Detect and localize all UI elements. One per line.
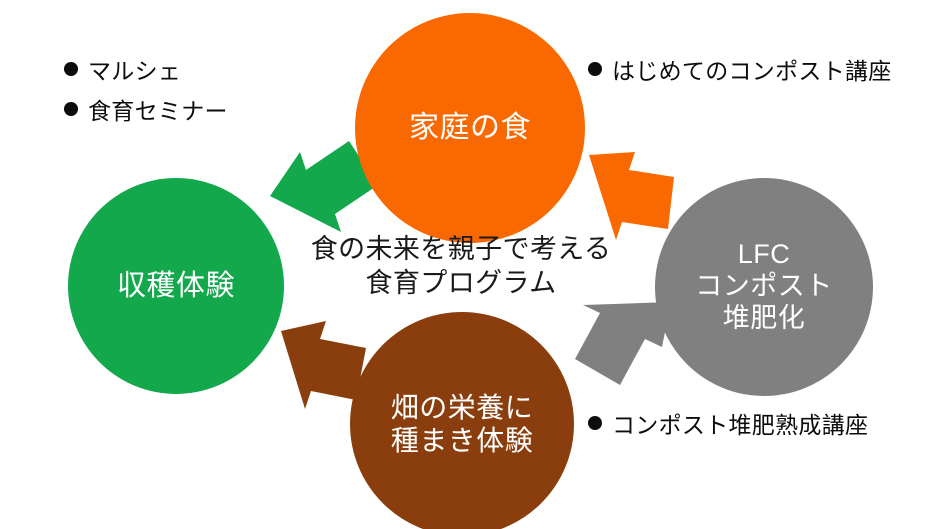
- bullet-icon: [64, 62, 78, 76]
- arrow-home-to-compost-icon: [589, 152, 674, 240]
- node-field-nutrition[interactable]: 畑の栄養に 種まき体験: [350, 312, 574, 529]
- note-item: マルシェ: [64, 52, 228, 92]
- node-home-food[interactable]: 家庭の食: [355, 13, 585, 243]
- bullet-icon: [588, 416, 602, 430]
- node-lfc-compost[interactable]: LFC コンポスト 堆肥化: [655, 178, 873, 396]
- bullet-icon: [588, 62, 602, 76]
- note-item: コンポスト堆肥熟成講座: [588, 406, 868, 446]
- center-caption-line-1: 食の未来を親子で考える: [310, 234, 612, 264]
- center-caption: 食の未来を親子で考える 食育プログラム: [286, 232, 636, 300]
- arrow-compost-to-field-icon: [575, 302, 671, 385]
- notes-bottom-right-group: コンポスト堆肥熟成講座: [588, 406, 868, 446]
- note-label: コンポスト堆肥熟成講座: [612, 412, 869, 438]
- notes-top-right-group: はじめてのコンポスト講座: [588, 52, 892, 92]
- note-item: はじめてのコンポスト講座: [588, 52, 892, 92]
- arrow-field-to-harvest-icon: [281, 321, 366, 409]
- node-harvest-experience-label: 収穫体験: [116, 269, 235, 302]
- node-field-nutrition-label-line-1: 畑の栄養に: [390, 391, 534, 423]
- node-field-nutrition-label-line-2: 種まき体験: [390, 425, 534, 456]
- arrow-harvest-to-home-icon: [270, 141, 378, 232]
- node-harvest-experience[interactable]: 収穫体験: [68, 178, 284, 394]
- note-label: 食育セミナー: [88, 97, 228, 124]
- bullet-icon: [64, 101, 78, 116]
- note-item: 食育セミナー: [64, 92, 228, 132]
- node-lfc-compost-label-line-1: LFC: [737, 239, 791, 270]
- note-label: マルシェ: [88, 58, 182, 84]
- center-caption-line-2: 食育プログラム: [365, 268, 557, 299]
- note-label: はじめてのコンポスト講座: [612, 58, 892, 84]
- node-lfc-compost-label-line-2: コンポスト: [695, 271, 833, 302]
- node-home-food-label: 家庭の食: [409, 111, 531, 145]
- node-lfc-compost-label-line-3: 堆肥化: [722, 302, 806, 333]
- notes-left-group: マルシェ 食育セミナー: [64, 52, 228, 131]
